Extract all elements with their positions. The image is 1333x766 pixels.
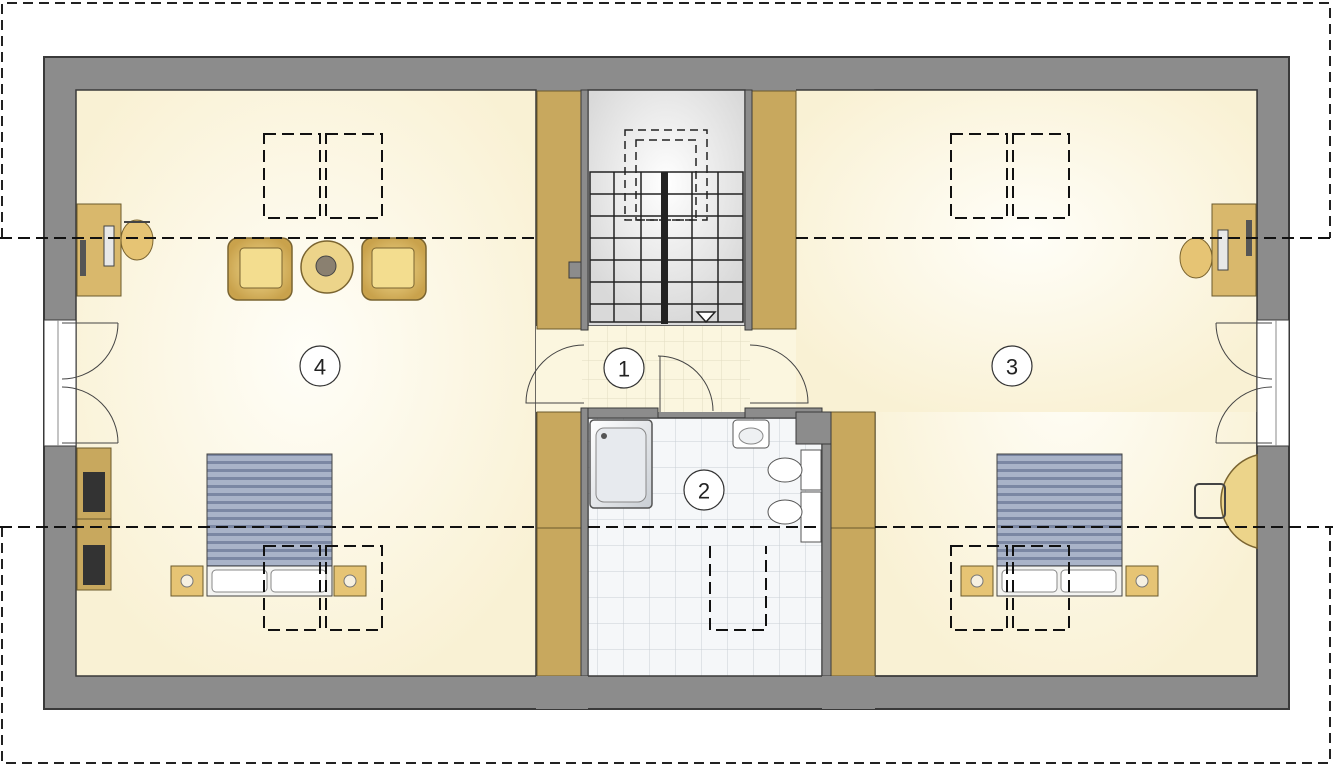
roof-window-outlines (0, 133, 1333, 631)
bathtub (589, 419, 653, 509)
wardrobe (76, 447, 112, 591)
room-marker-1: 1 (603, 347, 645, 389)
partition-wall (587, 407, 659, 419)
room-number-3: 3 (1006, 355, 1018, 380)
roof-outline-lower (1, 527, 1331, 764)
roof-outline (1, 2, 1331, 238)
room-number-4: 4 (314, 355, 326, 380)
room-marker-3: 3 (991, 345, 1033, 387)
desk-room-4 (76, 203, 154, 297)
stair-handrail (661, 172, 668, 324)
round-table-room-3 (1194, 454, 1258, 549)
partition-wall (580, 89, 589, 331)
bed-room-3 (960, 453, 1159, 597)
door-swing (61, 322, 1273, 444)
partition-wall (580, 407, 589, 677)
armchair (227, 237, 293, 301)
partition-wall (744, 89, 753, 331)
kneewall-cabinet (536, 411, 582, 677)
stair-direction-arrow (695, 311, 717, 324)
room-number-2: 2 (698, 479, 710, 504)
coffee-table (300, 240, 354, 294)
room-number-1: 1 (618, 357, 630, 382)
bed-room-4 (170, 453, 367, 597)
toilet (767, 449, 822, 491)
room-marker-4: 4 (299, 345, 341, 387)
kneewall-cabinet (830, 411, 876, 677)
window-left (43, 319, 77, 447)
washbasin (732, 419, 770, 449)
room-marker-2: 2 (683, 469, 725, 511)
partition-wall (795, 411, 832, 445)
armchair (361, 237, 427, 301)
window-right (1256, 319, 1290, 447)
staircase (589, 129, 744, 323)
kneewall-cabinet (751, 90, 797, 330)
bidet (767, 491, 822, 543)
partition-wall (821, 411, 832, 677)
kneewall-cabinet (536, 90, 582, 330)
